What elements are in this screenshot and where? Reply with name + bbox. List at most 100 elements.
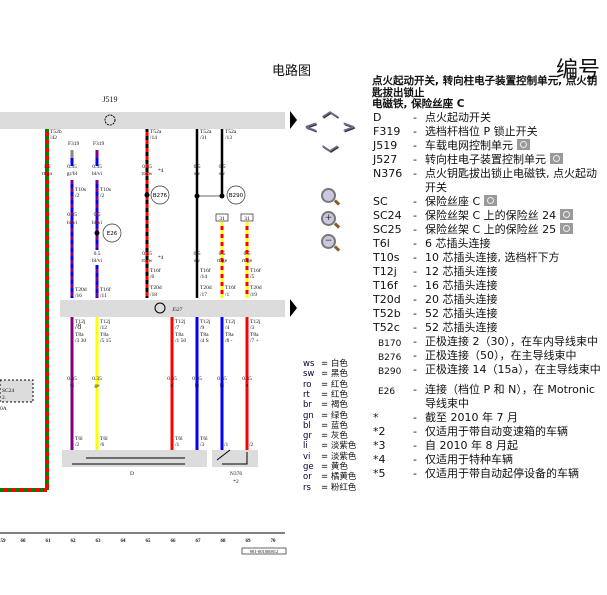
legend-row: J519-车载电网控制单元	[373, 139, 605, 153]
legend-code: B276	[378, 353, 402, 363]
diagram-label: 0.35	[92, 164, 102, 170]
legend-dash: -	[413, 265, 417, 278]
color-code: gn	[303, 410, 314, 421]
diagram-label: N376	[230, 471, 242, 477]
diagram-label: /4	[225, 325, 230, 331]
diagram-label: /14	[200, 274, 207, 280]
color-code-row: or = 橘黄色	[303, 472, 356, 482]
diagram-label: /3	[200, 442, 205, 448]
diagram-label: 0.5	[94, 251, 101, 257]
diagram-label: T8a	[250, 332, 259, 338]
legend-description: 保险丝座 C	[425, 195, 603, 209]
color-code: or	[303, 472, 312, 483]
diagram-label: /3	[250, 325, 255, 331]
color-name: = 橘黄色	[321, 472, 357, 483]
diagram-label: 2.	[2, 395, 7, 401]
diagram-label: 31	[219, 216, 225, 222]
color-code-row: ws= 白色	[303, 359, 348, 369]
diagram-label: T52a	[200, 129, 212, 135]
legend-code: T16f	[373, 279, 398, 292]
legend-row: T20d-20 芯插头连接	[373, 293, 605, 307]
column-number: 66	[171, 539, 177, 544]
camera-icon[interactable]	[560, 209, 574, 220]
page-next-arrow-icon[interactable]	[290, 299, 297, 317]
camera-icon[interactable]	[550, 153, 563, 164]
zoom-in-icon[interactable]: +	[321, 211, 336, 226]
column-number: 70	[271, 539, 277, 544]
legend-dash: -	[413, 125, 417, 138]
legend-code: B170	[378, 339, 402, 349]
pan-left-icon[interactable]: <	[304, 117, 318, 136]
diagram-label: *2	[233, 479, 239, 485]
connection-point	[150, 185, 170, 205]
legend-code: F319	[373, 125, 401, 138]
component-title-line1: 点火起动开关, 转向柱电子装置控制单元, 点火钥匙拔出锁止	[372, 75, 598, 99]
camera-icon[interactable]	[560, 223, 574, 234]
legend-description: 自 2010 年 8 月起	[425, 439, 518, 452]
diagram-label: T20d	[150, 285, 162, 291]
diagram-label: 0.35	[67, 376, 77, 382]
legend-code: T12j	[373, 265, 397, 278]
legend-row: D-点火起动开关	[373, 111, 605, 125]
legend-row: SC-保险丝座 C	[373, 195, 605, 209]
diagram-label: T12j	[100, 319, 111, 325]
document-id: 981-001000812	[250, 549, 279, 554]
color-code-row: gn= 绿色	[303, 411, 348, 421]
legend-code: *3	[373, 439, 386, 452]
legend-description: 转向柱电子装置控制单元	[425, 153, 603, 167]
diagram-label: T52a	[225, 129, 237, 135]
legend-dash: -	[413, 411, 417, 424]
diagram-label: 0A	[0, 406, 7, 412]
zoom-out-icon[interactable]: −	[321, 234, 336, 249]
diagram-label: ge	[94, 383, 100, 389]
legend-dash: -	[413, 139, 417, 152]
legend-dash: -	[413, 223, 417, 236]
diagram-label: /7	[175, 325, 180, 331]
legend-description: 保险丝架 C 上的保险丝 24	[425, 209, 603, 223]
ground-symbol-icon	[154, 302, 166, 314]
legend-dash: -	[413, 425, 417, 438]
legend-dash: -	[413, 467, 417, 480]
zoom-fit-icon[interactable]	[321, 188, 336, 203]
legend-dash: -	[413, 383, 417, 396]
legend-dash: -	[413, 335, 417, 348]
legend-dash: -	[413, 111, 417, 124]
legend-dash: -	[413, 439, 417, 452]
diagram-label: bl/vi	[67, 220, 78, 226]
color-code-row: rt= 红色	[303, 390, 348, 400]
diagram-label: T16f	[100, 286, 111, 293]
legend-row: *4-仅适用于特种车辆	[373, 453, 605, 467]
pan-down-icon[interactable]: ﹀	[322, 144, 339, 163]
diagram-label: rt/ge	[217, 258, 228, 264]
pan-up-icon[interactable]: ︿	[322, 101, 339, 120]
diagram-label: /13	[225, 135, 232, 141]
legend-dash: -	[413, 209, 417, 222]
legend-row: T16f-16 芯插头连接	[373, 279, 605, 293]
legend-dash: -	[413, 167, 417, 180]
diagram-label: 0.5	[219, 164, 226, 170]
diagram-label: /4 S	[200, 338, 209, 344]
component-title: 点火起动开关, 转向柱电子装置控制单元, 点火钥匙拔出锁止电磁铁, 保险丝座 C	[372, 75, 604, 111]
page-next-arrow-icon[interactable]	[290, 111, 297, 129]
legend-description: 52 芯插头连接	[425, 307, 498, 320]
color-code: ge	[303, 462, 314, 472]
connection-label: B290	[229, 193, 244, 199]
column-number: 61	[46, 539, 52, 544]
legend-dash: -	[413, 195, 417, 208]
camera-icon[interactable]	[517, 139, 530, 150]
diagram-label: T8a	[225, 332, 234, 338]
legend-row: T6l-6 芯插头连接	[373, 237, 605, 251]
diagram-label: 0.5	[219, 251, 226, 257]
column-number: 67	[196, 539, 202, 544]
color-code: bl	[303, 420, 311, 431]
legend-description: 仅适用于特种车辆	[425, 453, 513, 466]
diagram-label: 0.35	[142, 251, 152, 257]
diagram-label: 0.35	[192, 376, 202, 382]
diagram-label: rt/ge	[242, 258, 253, 264]
pan-right-icon[interactable]: >	[342, 117, 356, 136]
diagram-label: T6l	[75, 436, 83, 442]
connection-point	[102, 223, 122, 243]
camera-icon[interactable]	[484, 195, 498, 206]
diagram-label: /16	[75, 293, 82, 299]
